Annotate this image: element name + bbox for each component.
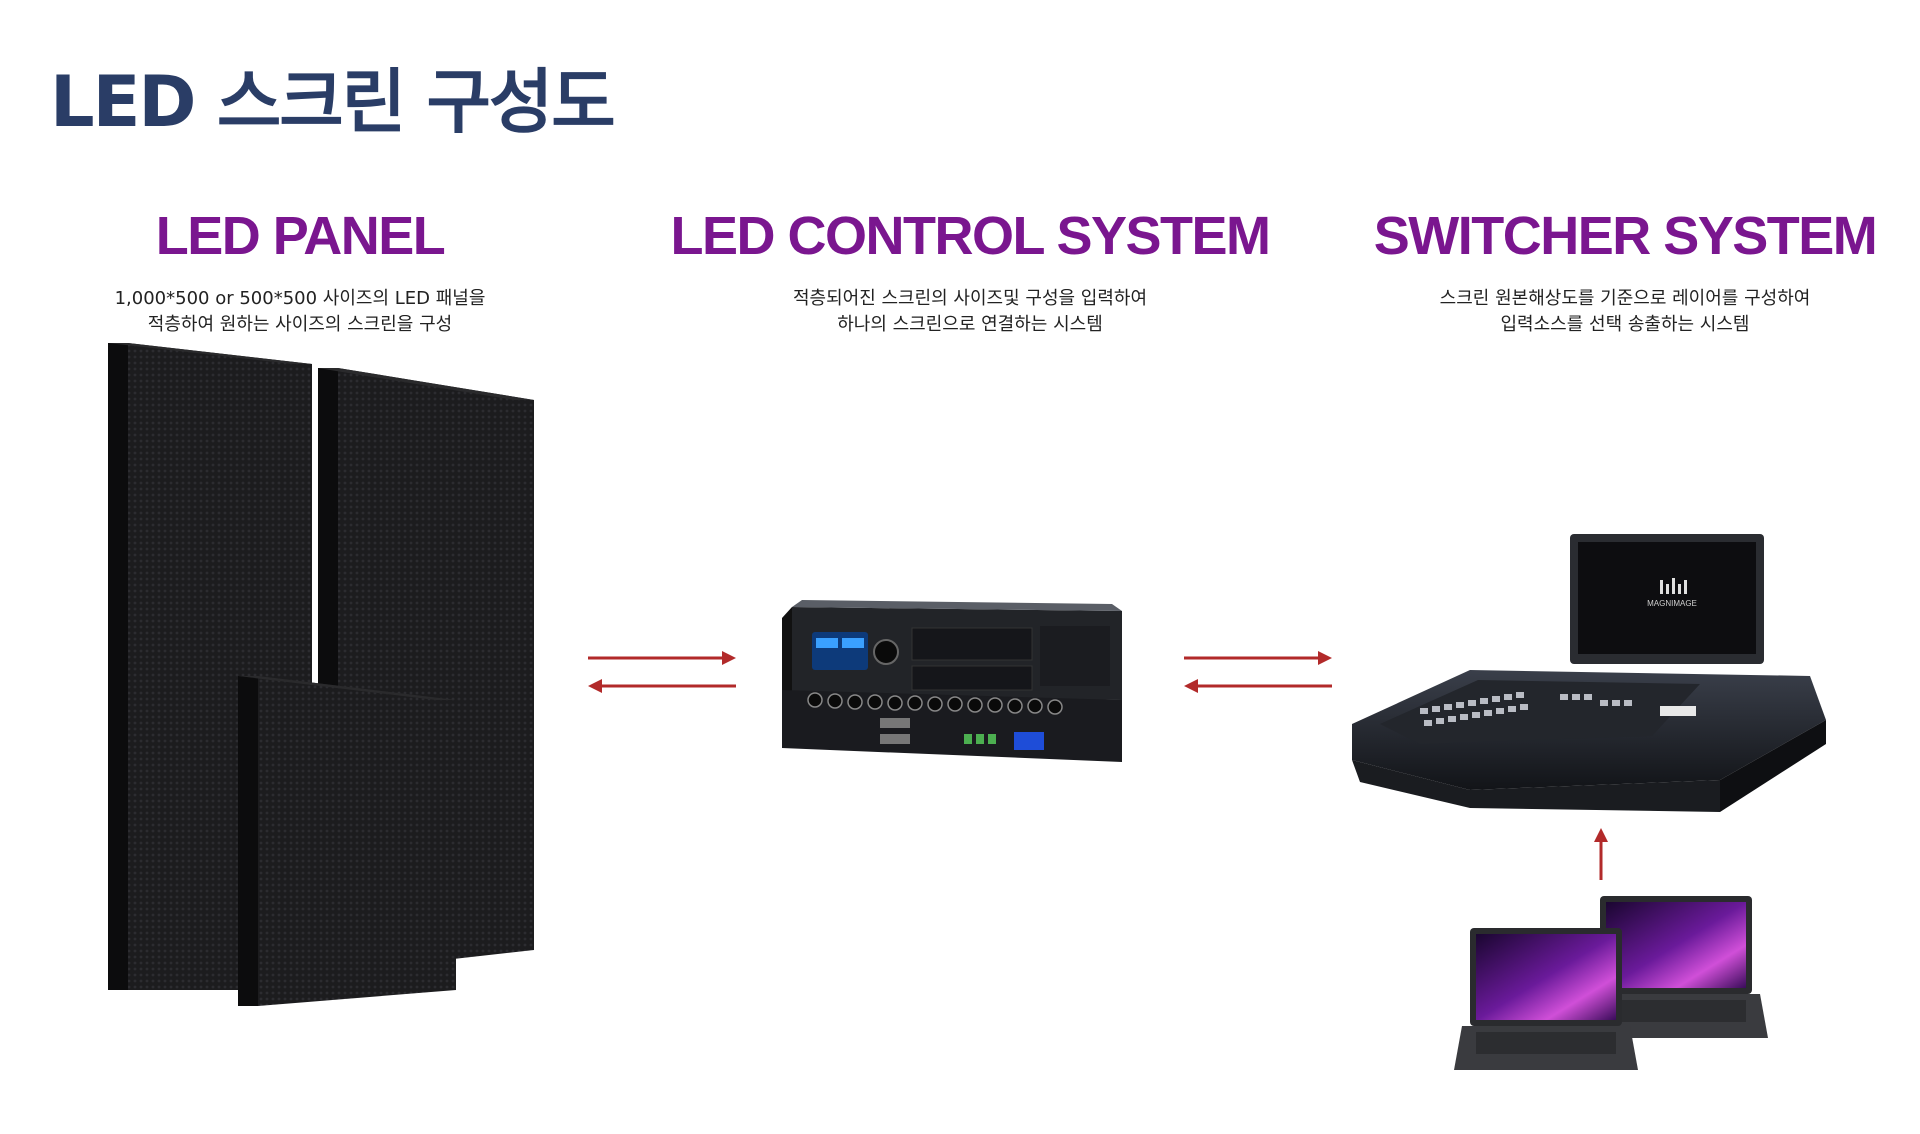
- switcher-system-description: 스크린 원본해상도를 기준으로 레이어를 구성하여 입력소스를 선택 송출하는 …: [1380, 286, 1870, 338]
- led-panel-description-line-1: 1,000*500 or 500*500 사이즈의 LED 패널을: [114, 288, 486, 309]
- switcher-system-description-line-1: 스크린 원본해상도를 기준으로 레이어를 구성하여: [1439, 288, 1811, 309]
- arrows-control-switcher: [1184, 651, 1332, 693]
- control-system-description-line-2: 하나의 스크린으로 연결하는 시스템: [837, 314, 1103, 335]
- control-system-heading: LED CONTROL SYSTEM: [670, 206, 1271, 266]
- switcher-system-description-line-2: 입력소스를 선택 송출하는 시스템: [1500, 314, 1750, 335]
- laptop-image: [1454, 896, 1768, 1070]
- led-panel-heading: LED PANEL: [155, 206, 446, 266]
- control-unit-image: [782, 600, 1122, 762]
- led-panel-description-line-2: 적층하여 원하는 사이즈의 스크린을 구성: [147, 314, 453, 335]
- arrows-panel-control: [588, 651, 736, 693]
- led-panel-image: [108, 343, 534, 1006]
- switcher-console-image: MAGNIMAGE: [1352, 534, 1826, 812]
- switcher-system-heading: SWITCHER SYSTEM: [1373, 206, 1878, 266]
- led-panel-description: 1,000*500 or 500*500 사이즈의 LED 패널을 적층하여 원…: [75, 286, 525, 338]
- switcher-brand-label: MAGNIMAGE: [1647, 599, 1697, 608]
- control-system-description: 적층되어진 스크린의 사이즈및 구성을 입력하여 하나의 스크린으로 연결하는 …: [720, 286, 1220, 338]
- page-title: LED 스크린 구성도: [50, 61, 616, 143]
- arrow-laptops-to-switcher: [1594, 828, 1608, 880]
- control-system-description-line-1: 적층되어진 스크린의 사이즈및 구성을 입력하여: [792, 288, 1148, 309]
